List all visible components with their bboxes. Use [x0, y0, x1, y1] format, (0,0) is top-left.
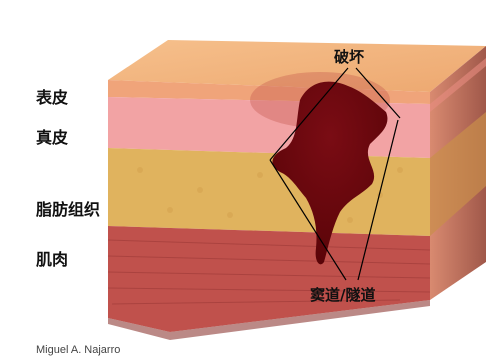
- epidermis-label: 表皮: [36, 84, 68, 108]
- muscle-label: 肌肉: [36, 246, 68, 270]
- dermis-label: 真皮: [36, 124, 68, 148]
- fat-tissue-label: 脂肪组织: [36, 196, 100, 220]
- damage-label: 破坏: [334, 46, 364, 67]
- image-credit: Miguel A. Najarro: [36, 344, 120, 356]
- fat-layer: [108, 148, 430, 236]
- sinus-tunnel-label: 窦道/隧道: [310, 284, 375, 305]
